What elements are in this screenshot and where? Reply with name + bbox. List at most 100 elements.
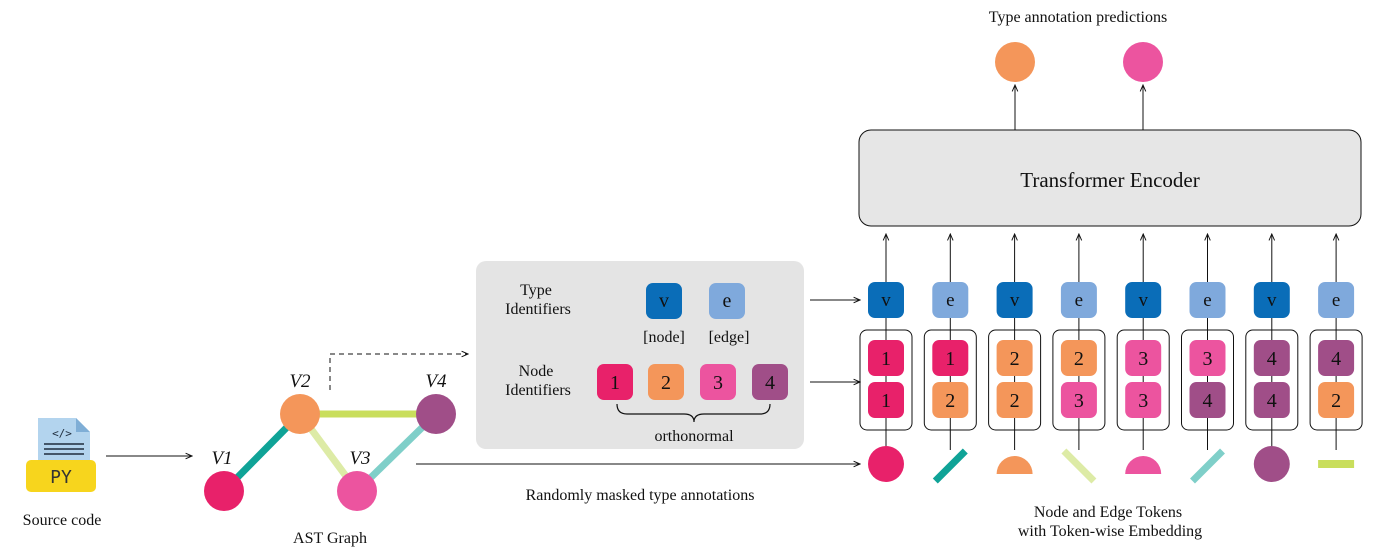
token-3-frame (988, 329, 1042, 431)
token-3-id-chip-2 (996, 382, 1033, 418)
token-5-id-chip-1 (1125, 340, 1162, 376)
token-1-id-chip-2 (868, 382, 904, 418)
predictions-title: Type annotation predictions (989, 9, 1167, 26)
token-8-id-label-1: 4 (1331, 348, 1341, 370)
token-1-type-label: v (881, 290, 891, 311)
token-4-annotation-edge (1061, 448, 1097, 484)
token-1-id-label-1: 1 (881, 348, 891, 370)
token-5-type-label: v (1138, 290, 1148, 311)
token-6-id-chip-2 (1189, 382, 1226, 418)
token-column-4: e 2 3 (1052, 234, 1106, 484)
token-1-id-chip-1 (868, 340, 904, 376)
orthonormal-brace (616, 403, 771, 423)
token-8-id-chip-2 (1318, 382, 1355, 418)
token-3-id-label-1: 2 (1010, 348, 1020, 370)
token-column-2: e 1 2 (923, 234, 977, 484)
graph-node-v1 (204, 471, 244, 511)
type-token-node-caption: [node] (643, 329, 685, 346)
token-2-type-chip (932, 282, 969, 318)
token-6-type-chip (1189, 282, 1226, 318)
token-2-annotation-edge (932, 448, 968, 484)
token-4-id-chip-2 (1060, 382, 1097, 418)
token-2-id-label-2: 2 (945, 390, 955, 412)
masked-annotations-caption: Randomly masked type annotations (526, 487, 755, 504)
token-7-frame (1245, 329, 1299, 431)
token-column-5: v 3 3 (1116, 234, 1170, 474)
token-6-annotation-edge (1190, 448, 1225, 484)
token-5-id-chip-2 (1125, 382, 1162, 418)
token-6-id-chip-1 (1189, 340, 1226, 376)
token-8-type-chip (1318, 282, 1355, 318)
tokens-caption: Node and Edge Tokens with Token-wise Emb… (1018, 504, 1202, 540)
token-2-id-label-1: 1 (945, 348, 955, 370)
tokens-caption-line2: with Token-wise Embedding (1018, 523, 1202, 540)
token-3-type-label: v (1010, 290, 1020, 311)
graph-node-label-v1: V1 (211, 448, 232, 469)
graph-node-label-v3: V3 (349, 448, 370, 469)
transformer-encoder-box (858, 129, 1362, 227)
token-3-type-chip (996, 282, 1033, 318)
node-id-token-1 (597, 364, 633, 400)
token-7-id-label-2: 4 (1267, 390, 1277, 412)
token-8-id-label-2: 2 (1331, 390, 1341, 412)
token-5-id-label-2: 3 (1138, 390, 1148, 412)
graph-node-v4 (416, 394, 456, 434)
token-3-annotation-half-circle (996, 456, 1033, 474)
ast-graph-caption: AST Graph (293, 530, 367, 547)
node-id-token-4 (752, 364, 788, 400)
prediction-output-2 (1123, 42, 1163, 82)
token-6-type-label: e (1203, 290, 1211, 311)
token-8-type-label: e (1332, 290, 1340, 311)
token-2-type-label: e (946, 290, 954, 311)
token-2-frame (923, 329, 977, 431)
token-5-frame (1116, 329, 1170, 431)
type-token-node (646, 283, 682, 319)
token-7-annotation-circle (1253, 446, 1290, 482)
token-6-frame (1181, 329, 1234, 431)
identifier-panel: Type Identifiers Node Identifiers v e [n… (476, 261, 804, 449)
node-id-token-3 (700, 364, 736, 400)
token-column-3: v22 (988, 234, 1042, 474)
token-4-id-label-1: 2 (1074, 348, 1084, 370)
orthonormal-label: orthonormal (654, 428, 734, 445)
token-5-id-label-1: 3 (1138, 348, 1148, 370)
type-identifiers-label: Type Identifiers (505, 282, 571, 318)
type-identifiers-line1: Type (520, 282, 552, 299)
token-4-type-label: e (1075, 290, 1083, 311)
graph-node-label-v2: V2 (289, 371, 311, 392)
python-file-icon: </> PY (26, 418, 96, 492)
source-code-caption: Source code (23, 512, 102, 529)
code-glyph: </> (52, 427, 72, 440)
token-5-type-chip (1125, 282, 1162, 318)
py-badge-label: PY (50, 467, 72, 488)
py-badge (26, 460, 96, 492)
tokens-caption-line1: Node and Edge Tokens (1034, 504, 1182, 521)
token-1-annotation-circle (868, 446, 904, 482)
token-2-id-chip-2 (932, 382, 969, 418)
graph-node-label-v4: V4 (425, 371, 447, 392)
type-token-node-symbol: v (659, 290, 669, 312)
node-identifiers-line1: Node (519, 363, 554, 380)
node-id-token-4-symbol: 4 (765, 372, 775, 394)
token-2-id-chip-1 (932, 340, 969, 376)
type-identifiers-line2: Identifiers (505, 301, 571, 318)
token-column-8: e 4 2 (1309, 234, 1363, 468)
token-7-id-chip-2 (1253, 382, 1290, 418)
token-column-1: v 1 1 (859, 234, 913, 482)
graph-node-v3 (337, 471, 377, 511)
token-column-6: e34 (1181, 234, 1234, 484)
token-4-id-label-2: 3 (1074, 390, 1084, 412)
type-token-edge-symbol: e (723, 290, 732, 312)
prediction-output-1 (995, 42, 1035, 82)
token-1-frame (859, 329, 913, 431)
node-id-token-1-symbol: 1 (610, 372, 620, 394)
node-identifier-tokens: 1 2 3 4 (597, 364, 788, 400)
token-1-id-label-2: 1 (881, 390, 891, 412)
token-4-id-chip-1 (1060, 340, 1097, 376)
token-5-annotation-half-circle (1125, 456, 1162, 474)
token-7-id-chip-1 (1253, 340, 1290, 376)
node-identifiers-line2: Identifiers (505, 382, 571, 399)
graph-node-v2 (280, 394, 320, 434)
